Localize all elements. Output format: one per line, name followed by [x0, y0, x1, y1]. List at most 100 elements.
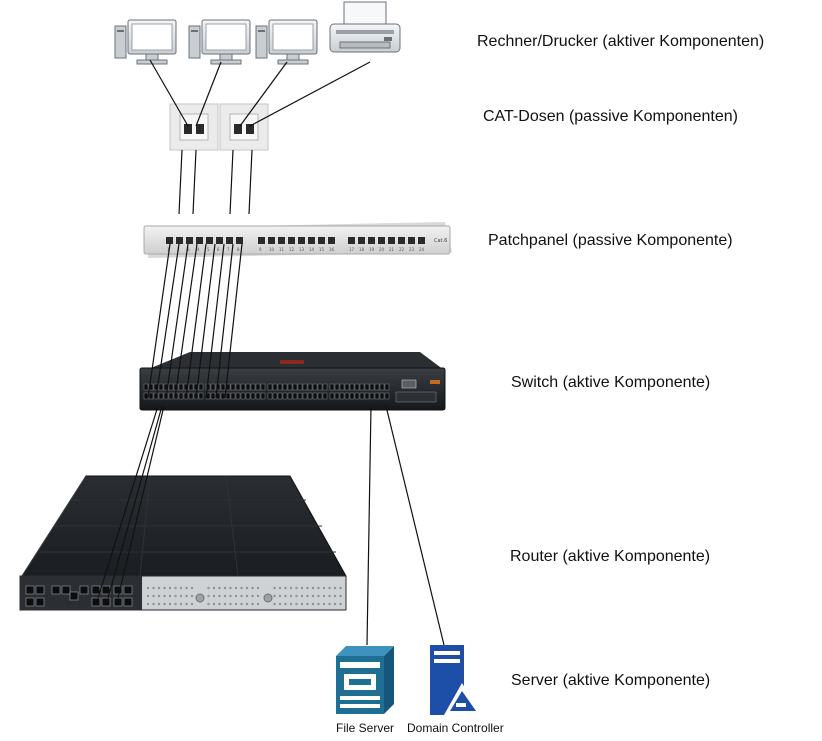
- router-vent: [174, 594, 177, 598]
- cable: [155, 243, 180, 399]
- patch-port-number: 10: [269, 247, 275, 252]
- switch-port: [240, 392, 246, 400]
- router-vent: [207, 594, 210, 598]
- switch-port: [334, 392, 340, 400]
- switch-port: [322, 383, 328, 391]
- patch-port-number: 5: [207, 247, 210, 252]
- switch-port: [188, 392, 194, 400]
- router-vent: [185, 586, 188, 590]
- switch-port: [287, 383, 293, 391]
- router-vent: [339, 594, 342, 598]
- switch-port: [354, 392, 360, 400]
- patch-port: [378, 237, 385, 244]
- switch-port: [282, 392, 288, 400]
- switch-port: [364, 392, 370, 400]
- patch-port-number: 21: [389, 247, 395, 252]
- switch-port: [292, 383, 298, 391]
- patch-port: [398, 237, 405, 244]
- router-vent: [322, 602, 326, 606]
- switch-port: [302, 392, 308, 400]
- switch-port: [354, 383, 360, 391]
- switch-port: [148, 392, 154, 400]
- label-server: Server (aktive Komponente): [511, 672, 711, 689]
- switch-port: [329, 383, 335, 391]
- router-vent: [306, 594, 309, 598]
- switch-port: [349, 392, 355, 400]
- patch-port-number: 9: [259, 247, 262, 252]
- cable: [366, 405, 372, 646]
- router-vent: [339, 586, 342, 590]
- router-vent: [333, 594, 337, 598]
- router-vent: [223, 586, 227, 590]
- router-vent: [190, 594, 194, 598]
- router-vent: [218, 586, 221, 590]
- desktop-computer-icon: [255, 19, 318, 65]
- patch-port-number: 19: [369, 247, 375, 252]
- router-vent: [157, 586, 161, 590]
- cable: [229, 149, 234, 215]
- cable: [248, 149, 253, 215]
- patch-port: [298, 237, 305, 244]
- patch-port: [166, 237, 173, 244]
- patch-port: [278, 237, 285, 244]
- router-vent: [289, 586, 293, 590]
- file-server-icon: [336, 646, 394, 714]
- patch-panel-badge: Cat.6: [434, 238, 447, 244]
- router-vent: [251, 594, 254, 598]
- router-vent: [317, 602, 320, 606]
- cable: [165, 243, 189, 399]
- patch-port-number: 8: [237, 247, 240, 252]
- switch-port: [349, 383, 355, 391]
- router-vent: [300, 586, 304, 590]
- router-vent: [339, 602, 342, 606]
- cable: [195, 61, 222, 127]
- router-vent: [163, 586, 166, 590]
- router-vent: [229, 586, 232, 590]
- patch-port: [328, 237, 335, 244]
- switch-port: [245, 392, 251, 400]
- cable: [117, 405, 165, 599]
- cable: [174, 243, 198, 399]
- switch-port: [359, 383, 365, 391]
- switch-port: [255, 392, 261, 400]
- switch-port: [250, 383, 256, 391]
- router-vent: [306, 602, 309, 606]
- switch-port: [312, 392, 318, 400]
- switch-port: [374, 392, 380, 400]
- router-vent: [311, 594, 315, 598]
- switch-port: [277, 392, 283, 400]
- router-vent: [300, 602, 304, 606]
- label-file-server: File Server: [336, 721, 395, 735]
- router-port: [101, 585, 111, 595]
- switch-port: [220, 383, 226, 391]
- router-vent: [179, 602, 183, 606]
- router-vent: [278, 594, 282, 598]
- router-vent: [190, 586, 194, 590]
- switch-port: [384, 383, 390, 391]
- switch-port: [210, 392, 216, 400]
- patch-port: [196, 237, 203, 244]
- switch-port: [322, 392, 328, 400]
- switch-port: [158, 383, 164, 391]
- switch-port: [339, 383, 345, 391]
- router-vent: [168, 602, 172, 606]
- patch-port-number: 20: [379, 247, 385, 252]
- router-vent: [218, 602, 221, 606]
- router-vent: [317, 586, 320, 590]
- switch-port: [143, 383, 149, 391]
- cable: [149, 59, 189, 127]
- router-vent: [328, 602, 331, 606]
- patch-port: [258, 237, 265, 244]
- switch-port: [297, 392, 303, 400]
- patch-port-number: 13: [299, 247, 305, 252]
- router-vent: [306, 586, 309, 590]
- patch-port-number: 1: [167, 247, 170, 252]
- label-router: Router (aktive Komponente): [510, 548, 711, 565]
- router-vent: [174, 602, 177, 606]
- switch-port: [384, 392, 390, 400]
- router-port: [123, 597, 133, 607]
- cable: [97, 405, 159, 599]
- router-vent: [218, 594, 221, 598]
- switch-port: [379, 392, 385, 400]
